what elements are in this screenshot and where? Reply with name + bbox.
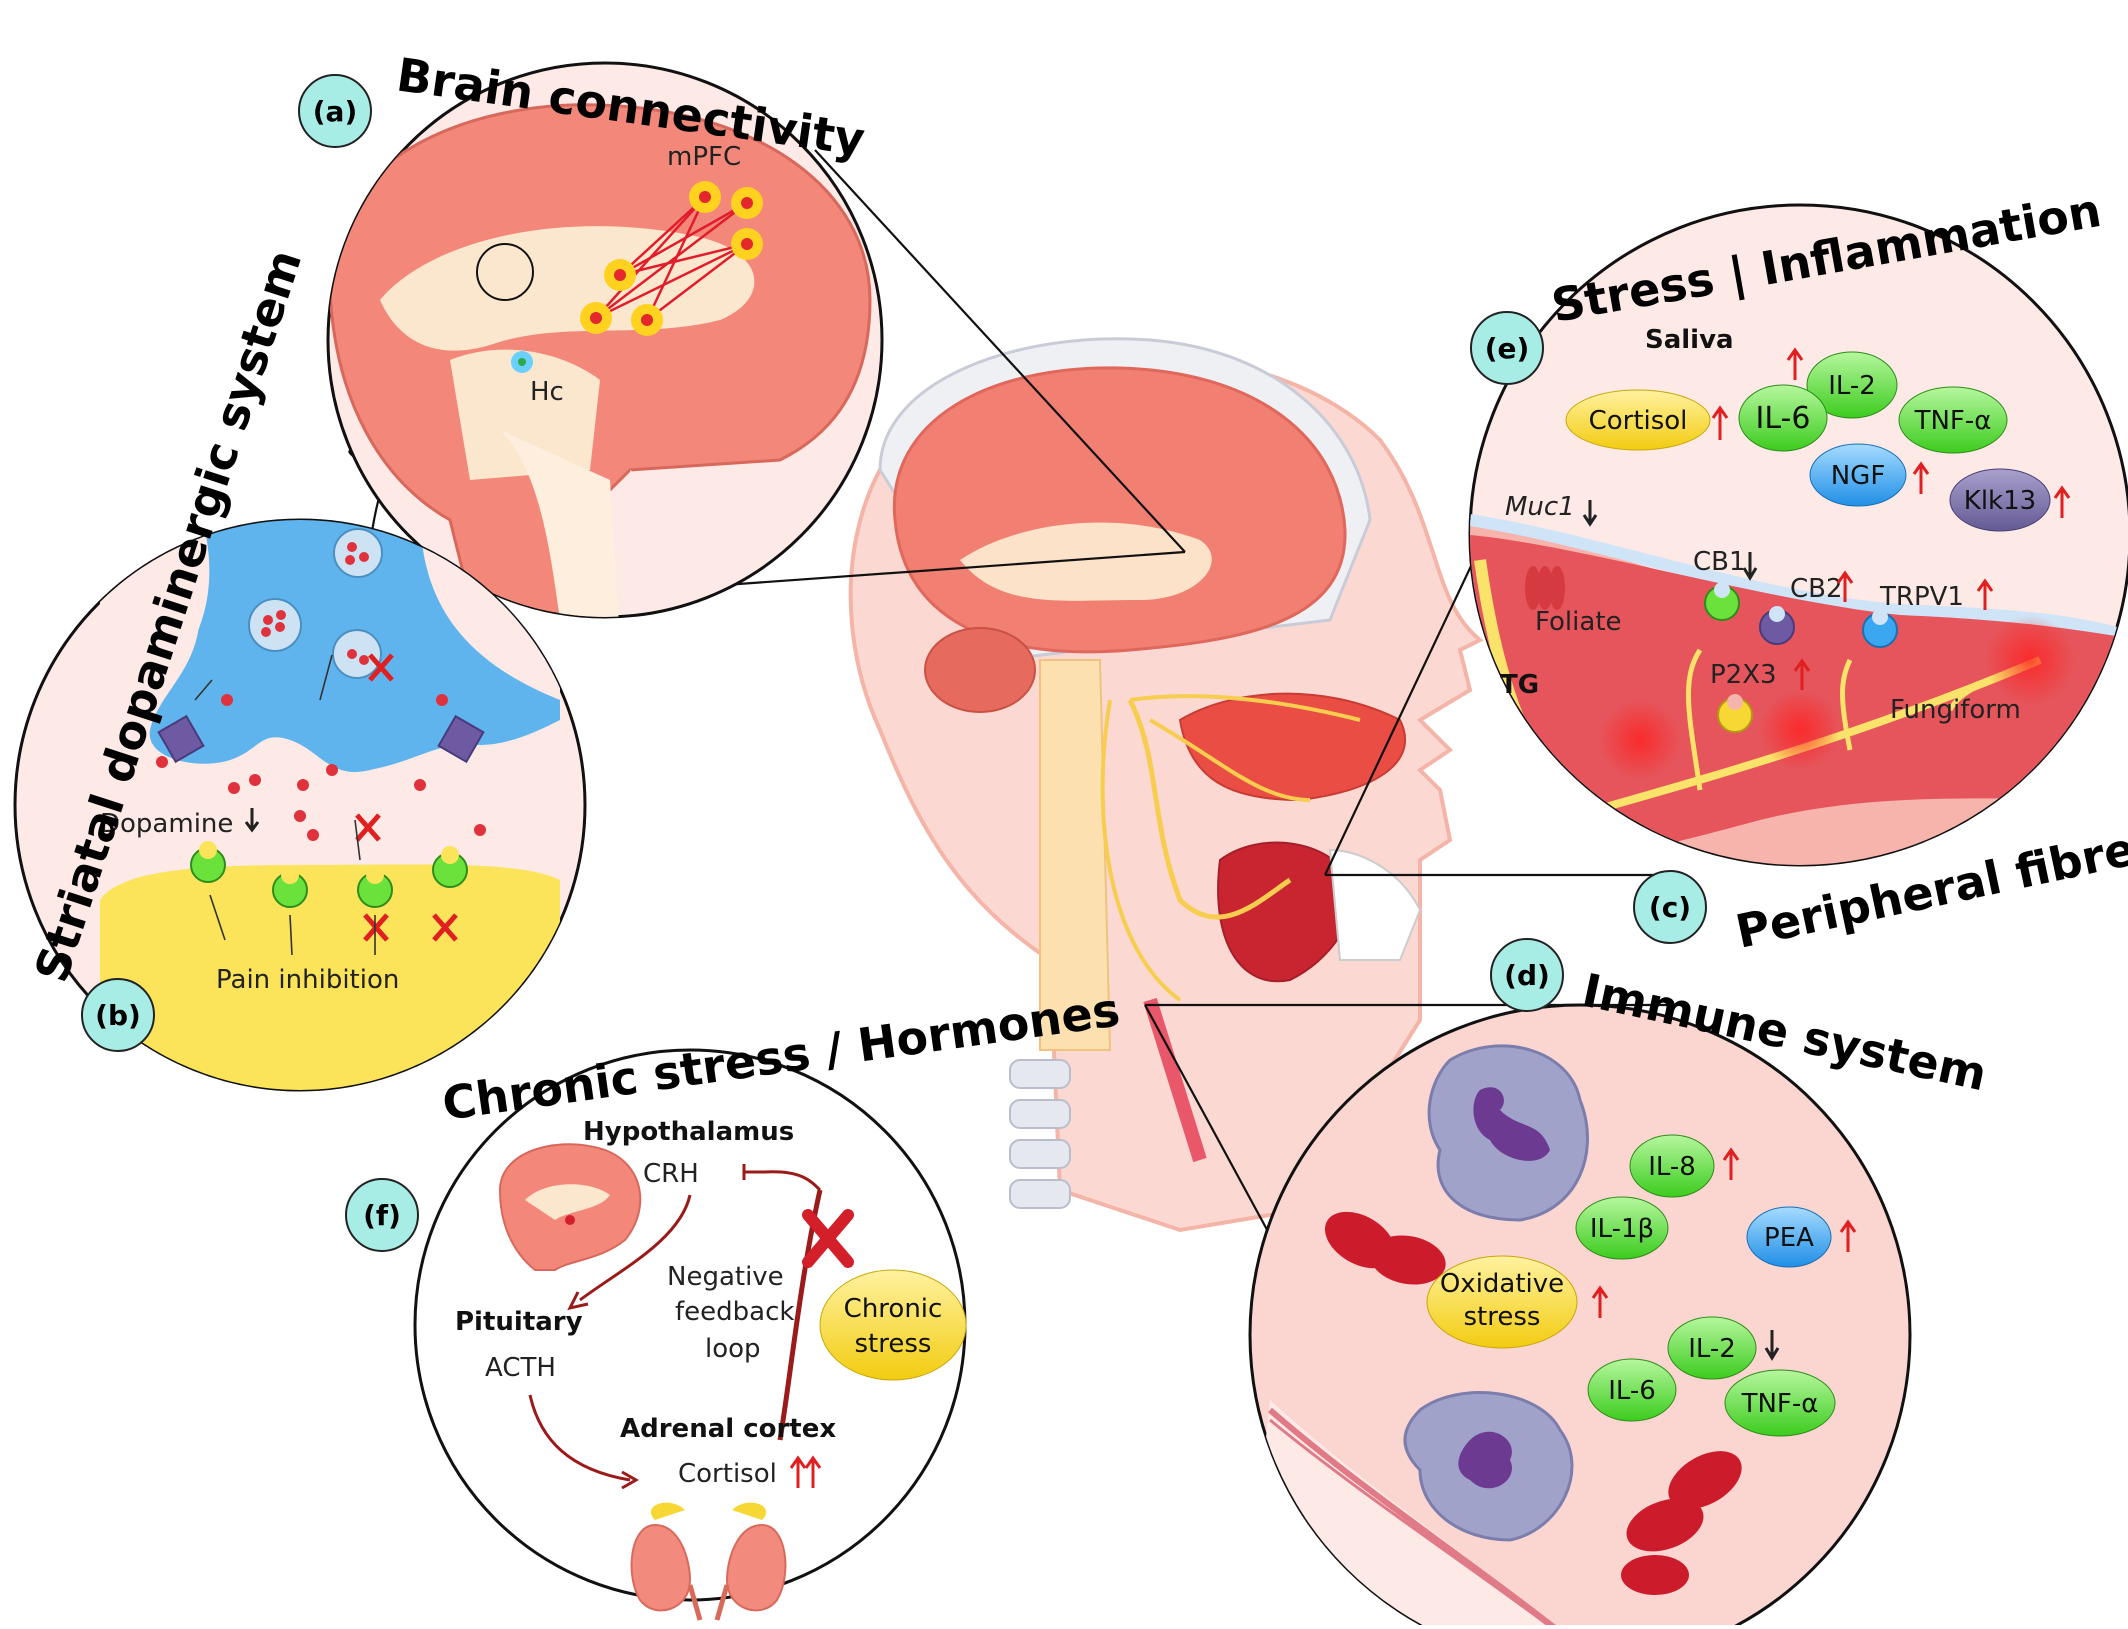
- svg-text:IL-6: IL-6: [1756, 401, 1811, 436]
- badge-e-text: (e): [1485, 332, 1530, 365]
- pill-chronic-stress: Chronic stress: [819, 1269, 967, 1381]
- svg-text:IL-8: IL-8: [1648, 1152, 1696, 1182]
- small-brain: [498, 1143, 642, 1271]
- svg-text:Oxidative: Oxidative: [1440, 1269, 1564, 1299]
- badge-f: [345, 1178, 419, 1252]
- badge-a: [298, 74, 372, 148]
- svg-text:TNF-α: TNF-α: [1741, 1389, 1819, 1419]
- label-p2x3: P2X3: [1710, 660, 1777, 690]
- label-tg: TG: [1500, 670, 1539, 700]
- svg-text:IL-2: IL-2: [1688, 1334, 1736, 1364]
- panel-d: IL-8 IL-1β PEA Oxidative stress IL-2 IL-…: [1248, 938, 1992, 1629]
- label-negative: Negative: [667, 1262, 784, 1292]
- panel-f: Hypothalamus CRH Pituitary ACTH Negative…: [345, 982, 1123, 1621]
- immune-cell-bottom: [1403, 1391, 1574, 1542]
- label-cb2: CB2: [1790, 574, 1843, 604]
- label-hypothalamus: Hypothalamus: [583, 1117, 794, 1147]
- svg-text:Chronic: Chronic: [844, 1294, 943, 1324]
- label-adrenal-cortex: Adrenal cortex: [620, 1414, 836, 1444]
- pill-cortisol: Cortisol: [1565, 389, 1711, 451]
- badge-f-text: (f): [363, 1199, 401, 1232]
- badge-c-text: (c): [1649, 891, 1691, 924]
- pill-klk13: Klk13: [1949, 468, 2051, 532]
- label-pituitary: Pituitary: [455, 1307, 583, 1337]
- pill-oxidative-stress: Oxidative stress: [1426, 1255, 1578, 1349]
- label-acth: ACTH: [485, 1353, 556, 1383]
- pill-il6-d: IL-6: [1587, 1358, 1677, 1422]
- pill-il2-d: IL-2: [1667, 1316, 1757, 1380]
- pill-il8: IL-8: [1629, 1134, 1715, 1198]
- badge-d-text: (d): [1504, 959, 1550, 992]
- badge-c: [1633, 870, 1707, 944]
- svg-text:IL-1β: IL-1β: [1590, 1214, 1654, 1244]
- pill-pea: PEA: [1746, 1206, 1832, 1268]
- label-dopamine: Dopamine: [100, 809, 233, 839]
- label-muc1: Muc1: [1505, 492, 1575, 522]
- badge-b: [81, 978, 155, 1052]
- pill-tnf-e: TNF-α: [1898, 386, 2008, 454]
- negative-feedback-cross: [802, 1209, 854, 1268]
- svg-text:NGF: NGF: [1831, 461, 1886, 491]
- label-pain-inhibition: Pain inhibition: [216, 965, 399, 995]
- label-trpv1: TRPV1: [1879, 582, 1964, 612]
- svg-text:stress: stress: [855, 1329, 932, 1359]
- kidneys: [630, 1502, 787, 1621]
- label-crh: CRH: [643, 1159, 699, 1189]
- svg-text:IL-2: IL-2: [1828, 371, 1876, 401]
- immune-cell-top: [1427, 1044, 1589, 1222]
- panel-e: Saliva Cortisol IL-2 IL-6 TNF-α NGF Klk1…: [1468, 183, 2128, 867]
- label-loop: loop: [705, 1334, 761, 1364]
- pill-ngf: NGF: [1809, 443, 1907, 507]
- receptor-cb1: [1704, 582, 1740, 621]
- svg-text:Cortisol: Cortisol: [1589, 406, 1688, 436]
- svg-text:TNF-α: TNF-α: [1914, 406, 1992, 436]
- head-illustration: [848, 337, 1484, 1233]
- dopamine-down-arrow: [244, 808, 260, 833]
- svg-text:IL-6: IL-6: [1608, 1376, 1656, 1406]
- badge-a-text: (a): [313, 95, 358, 128]
- pill-il2-e: IL-2: [1806, 351, 1898, 419]
- receptor-p2x3: [1717, 694, 1753, 733]
- badge-d: [1490, 938, 1564, 1012]
- panel-b: Dopamine Pain inhibition (b) Striatal do…: [13, 243, 587, 1092]
- neuron-stars: [511, 181, 763, 373]
- svg-text:stress: stress: [1464, 1302, 1541, 1332]
- svg-text:Klk13: Klk13: [1964, 486, 2036, 516]
- pill-il6-e: IL-6: [1738, 384, 1828, 452]
- label-feedback: feedback: [675, 1297, 794, 1327]
- pill-tnf-d: TNF-α: [1724, 1369, 1836, 1437]
- label-hc: Hc: [530, 377, 564, 407]
- label-mpfc: mPFC: [667, 142, 741, 172]
- badge-e: [1470, 311, 1544, 385]
- label-fungiform: Fungiform: [1890, 695, 2021, 725]
- badge-b-text: (b): [95, 999, 141, 1032]
- pill-il1b: IL-1β: [1575, 1196, 1669, 1260]
- receptor-trpv1: [1862, 609, 1898, 648]
- label-cortisol-f: Cortisol: [678, 1459, 777, 1489]
- label-foliate: Foliate: [1535, 607, 1622, 637]
- label-cb1: CB1: [1693, 547, 1746, 577]
- svg-text:PEA: PEA: [1764, 1223, 1814, 1253]
- label-saliva: Saliva: [1645, 325, 1734, 355]
- receptor-cb2: [1759, 606, 1795, 645]
